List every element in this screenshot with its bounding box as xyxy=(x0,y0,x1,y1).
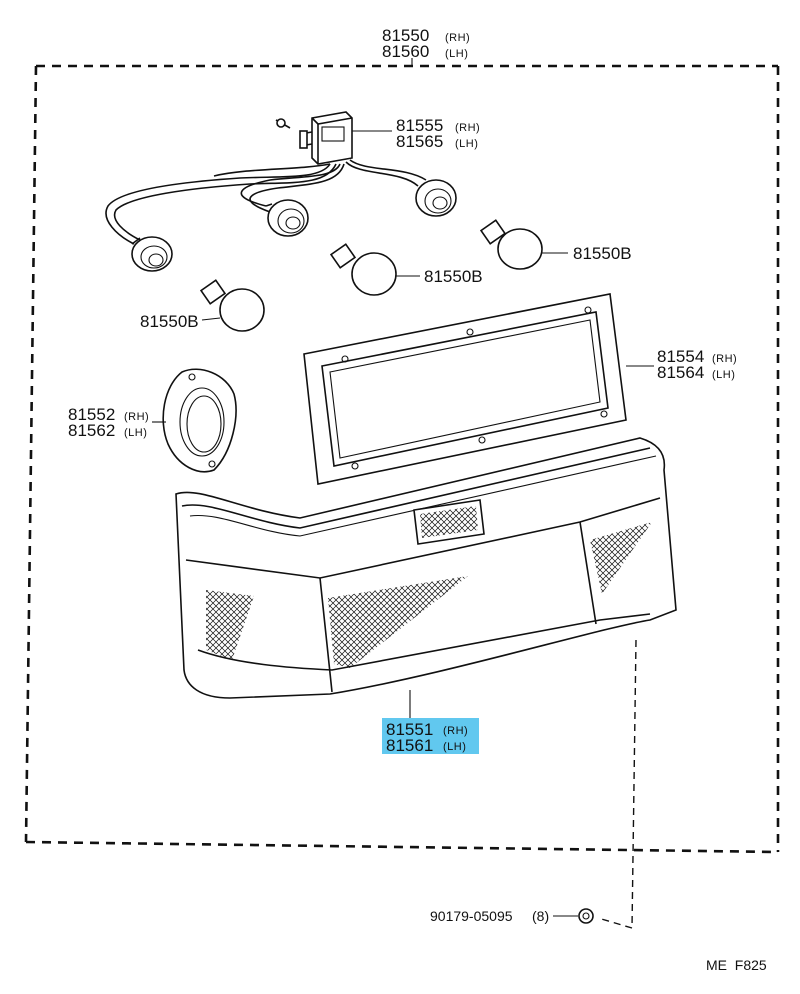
lens-gasket-icon xyxy=(303,293,627,485)
lens-part-lh: 81561 xyxy=(386,736,433,755)
lens-part-rh: 81551 xyxy=(386,720,433,739)
lens-gasket-part-lh: 81564 xyxy=(657,363,704,382)
socket-gasket-side-lh: (LH) xyxy=(124,427,147,439)
nut-qty: (8) xyxy=(532,908,549,924)
lens-label-highlight xyxy=(382,718,479,754)
nut-icon xyxy=(578,908,594,924)
assembly-part-lh: 81560 xyxy=(382,42,429,61)
lens-body-icon xyxy=(175,437,677,699)
bulb-middle-icon xyxy=(329,243,397,296)
socket-middle-icon xyxy=(265,199,309,237)
lens-label[interactable]: 81551 (RH) 81561 (LH) xyxy=(382,718,479,755)
socket-gasket-side-rh: (RH) xyxy=(124,411,149,423)
assembly-side-lh: (LH) xyxy=(445,48,468,60)
bulb-left-leader xyxy=(201,317,221,321)
diagram-code: ME F825 xyxy=(706,957,767,973)
socket-right-icon xyxy=(415,179,457,217)
socket-wire-part-lh: 81565 xyxy=(396,132,443,151)
socket-wire-side-lh: (LH) xyxy=(455,138,478,150)
bulb-left-icon xyxy=(199,279,265,332)
assembly-label[interactable]: 81550 (RH) 81560 (LH) xyxy=(382,26,470,61)
bulb-right-icon xyxy=(479,219,543,270)
socket-wire-harness xyxy=(105,111,457,272)
connector-block xyxy=(299,111,353,165)
lens-side-rh: (RH) xyxy=(443,725,468,737)
lens-gasket-side-rh: (RH) xyxy=(712,353,737,365)
socket-left-icon xyxy=(131,236,173,272)
assembly-part-rh: 81550 xyxy=(382,26,429,45)
lens-side-lh: (LH) xyxy=(443,741,466,753)
socket-gasket-part-lh: 81562 xyxy=(68,421,115,440)
assembly-boundary xyxy=(24,64,780,854)
socket-wire-side-rh: (RH) xyxy=(455,122,480,134)
socket-wire-part-rh: 81555 xyxy=(396,116,443,135)
socket-gasket-label[interactable]: 81552 (RH) 81562 (LH) xyxy=(68,405,149,440)
socket-gasket-icon xyxy=(162,368,237,473)
lens-gasket-label[interactable]: 81554 (RH) 81564 (LH) xyxy=(657,347,737,382)
socket-gasket-part-rh: 81552 xyxy=(68,405,115,424)
socket-wire-label[interactable]: 81555 (RH) 81565 (LH) xyxy=(396,116,480,151)
assembly-side-rh: (RH) xyxy=(445,32,470,44)
nut-label[interactable]: 90179-05095 (8) xyxy=(430,908,549,924)
bulb-left-label[interactable]: 81550B xyxy=(140,312,199,331)
lens-gasket-side-lh: (LH) xyxy=(712,369,735,381)
lens-gasket-part-rh: 81554 xyxy=(657,347,704,366)
nut-part: 90179-05095 xyxy=(430,908,513,924)
nut-leader xyxy=(597,639,637,929)
bulb-middle-label[interactable]: 81550B xyxy=(424,267,483,286)
bulb-right-label[interactable]: 81550B xyxy=(573,244,632,263)
screw-icon xyxy=(275,118,291,129)
